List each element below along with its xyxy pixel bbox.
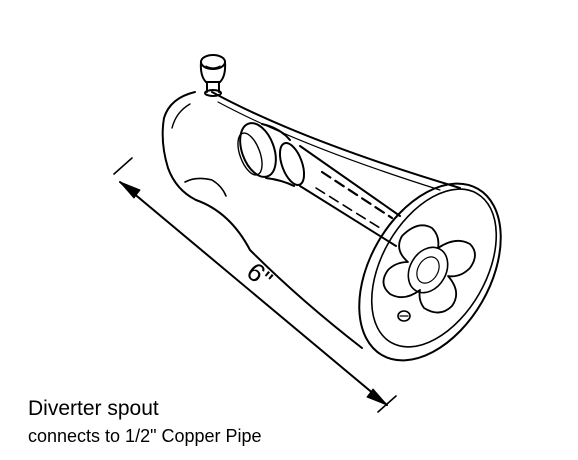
spout-outlet xyxy=(358,182,502,362)
caption-subtitle: connects to 1/2" Copper Pipe xyxy=(28,426,262,446)
spout-body xyxy=(161,91,461,349)
caption-title: Diverter spout xyxy=(28,397,159,420)
diverter-knob xyxy=(199,54,227,97)
dimension-line xyxy=(113,157,397,413)
internal-pipe xyxy=(237,122,401,247)
